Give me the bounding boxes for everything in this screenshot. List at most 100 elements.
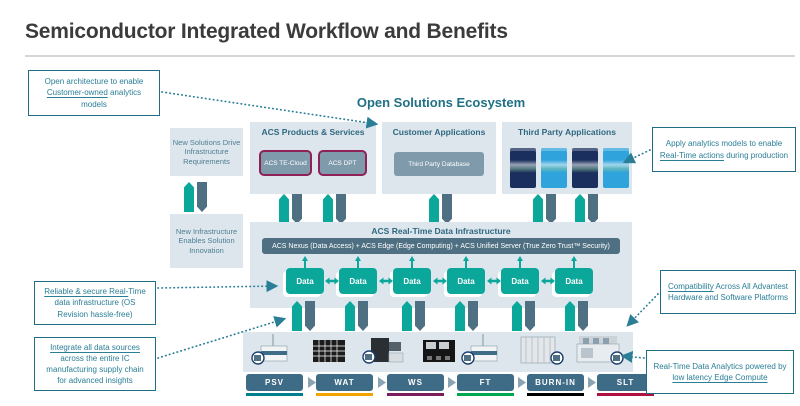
- callout-edge-compute: Real-Time Data Analytics powered by low …: [646, 350, 794, 394]
- burn-in-chamber-icon: [520, 336, 564, 365]
- rtdi-header: ACS Real-Time Data Infrastructure: [371, 226, 511, 236]
- page-title: Semiconductor Integrated Workflow and Be…: [25, 20, 508, 43]
- up-arrow-icon: [429, 194, 439, 224]
- process-step-underline: [597, 393, 654, 396]
- panel-acs-products: ACS Products & Services ACS TE-Cloud ACS…: [250, 122, 376, 194]
- callout-text-underlined: Compatibility: [667, 281, 714, 291]
- up-down-arrows: [429, 194, 452, 224]
- data-node: Data: [501, 268, 539, 294]
- process-step-label: BURN-IN: [527, 374, 584, 391]
- up-down-arrows: [575, 194, 598, 224]
- slt-handler-icon: [576, 336, 624, 365]
- customer-applications-header: Customer Applications: [392, 127, 486, 137]
- product-acs-dpt: ACS DPT: [318, 150, 367, 176]
- callout-text-underlined: low latency Edge Compute: [672, 373, 768, 382]
- data-node: Data: [393, 268, 431, 294]
- third-party-applications-header: Third Party Applications: [518, 127, 616, 137]
- psv-tester-icon: [251, 334, 288, 365]
- process-step-slt: SLT: [597, 374, 654, 396]
- up-down-arrows: [345, 301, 368, 331]
- up-arrow-icon: [533, 194, 543, 224]
- up-down-arrows: [323, 194, 346, 224]
- callout-text: Real-Time Data Analytics powered by: [653, 361, 787, 371]
- up-down-arrows: [279, 194, 302, 224]
- down-arrow-icon: [197, 182, 207, 212]
- process-step-underline: [387, 393, 444, 396]
- double-arrow-icon: [379, 277, 393, 285]
- down-arrow-icon: [468, 301, 478, 331]
- equipment-illustrations: [251, 334, 624, 365]
- process-step-underline: [527, 393, 584, 396]
- up-down-arrows: [512, 301, 535, 331]
- panel-third-party-applications: Third Party Applications: [502, 122, 632, 194]
- up-tick-icon: [301, 256, 308, 268]
- up-arrow-icon: [512, 301, 522, 331]
- process-step-psv: PSV: [246, 374, 303, 396]
- panel-new-infrastructure-label: New Infrastructure Enables Solution Inno…: [175, 226, 238, 255]
- up-down-arrows: [292, 301, 315, 331]
- down-arrow-icon: [588, 194, 598, 224]
- callout-open-architecture: Open architecture to enable Customer-own…: [28, 70, 160, 116]
- title-divider: [25, 55, 795, 57]
- app-card: [572, 148, 598, 188]
- callout-text-underlined: Integrate all data sources: [50, 342, 140, 352]
- down-arrow-icon: [336, 194, 346, 224]
- data-node: Data: [447, 268, 485, 294]
- callout-text-underlined: Real-Time actions: [659, 150, 725, 160]
- up-down-arrows: [565, 301, 588, 331]
- up-arrow-icon: [323, 194, 333, 224]
- process-step-wat: WAT: [316, 374, 373, 396]
- process-step-label: WAT: [316, 374, 373, 391]
- up-arrow-icon: [565, 301, 575, 331]
- third-party-database-box: Third Party Database: [394, 152, 484, 176]
- up-down-arrows: [402, 301, 425, 331]
- callout-text-underlined: Customer-owned: [46, 88, 108, 98]
- ft-tester-icon: [423, 340, 455, 362]
- process-step-underline: [246, 393, 303, 396]
- down-arrow-icon: [525, 301, 535, 331]
- down-arrow-icon: [305, 301, 315, 331]
- down-arrow-icon: [578, 301, 588, 331]
- up-arrow-icon: [279, 194, 289, 224]
- down-arrow-icon: [546, 194, 556, 224]
- callout-text: across the entire IC manufacturing suppl…: [46, 353, 144, 386]
- callout-text: Apply analytics models to enable: [665, 139, 783, 149]
- panel-new-solutions-label: New Solutions Drive Infrastructure Requi…: [172, 137, 241, 166]
- app-card: [603, 148, 629, 188]
- process-step-label: WS: [387, 374, 444, 391]
- down-arrow-icon: [292, 194, 302, 224]
- callout-apply-models: Apply analytics models to enable Real-Ti…: [652, 127, 796, 172]
- chevron-right-icon: [448, 377, 456, 388]
- app-card: [510, 148, 536, 188]
- data-node: Data: [339, 268, 377, 294]
- double-arrow-icon: [487, 277, 501, 285]
- up-down-arrows: [533, 194, 556, 224]
- data-node: Data: [286, 268, 324, 294]
- callout-text: Across All Advantest Hardware and Softwa…: [667, 281, 789, 302]
- callout-reliable-secure: Reliable & secure Real-Time data infrast…: [34, 281, 156, 325]
- callout-text-underlined: Reliable & secure Real-: [44, 287, 129, 297]
- panel-new-solutions: New Solutions Drive Infrastructure Requi…: [170, 128, 243, 176]
- process-step-label: SLT: [597, 374, 654, 391]
- acs-products-header: ACS Products & Services: [261, 127, 365, 137]
- chevron-right-icon: [518, 377, 526, 388]
- process-step-ft: FT: [457, 374, 514, 396]
- callout-compatibility: Compatibility Across All Advantest Hardw…: [660, 270, 796, 314]
- connector-compatibility: [626, 293, 659, 327]
- app-card: [541, 148, 567, 188]
- callout-text: Time data infrastructure (OS Revision ha…: [54, 287, 146, 319]
- callout-text: during production: [724, 150, 789, 160]
- panel-customer-applications: Customer Applications Third Party Databa…: [382, 122, 496, 194]
- panel-new-infrastructure: New Infrastructure Enables Solution Inno…: [170, 214, 243, 268]
- process-step-underline: [457, 393, 514, 396]
- callout-integrate-sources: Integrate all data sources across the en…: [34, 337, 156, 391]
- down-arrow-icon: [358, 301, 368, 331]
- inline-tester-icon: [461, 334, 498, 365]
- process-step-underline: [316, 393, 373, 396]
- panel-equipment: [243, 332, 633, 372]
- data-node: Data: [555, 268, 593, 294]
- up-down-arrows: [455, 301, 478, 331]
- process-step-label: PSV: [246, 374, 303, 391]
- panel-rtdi: ACS Real-Time Data Infrastructure ACS Ne…: [250, 222, 632, 308]
